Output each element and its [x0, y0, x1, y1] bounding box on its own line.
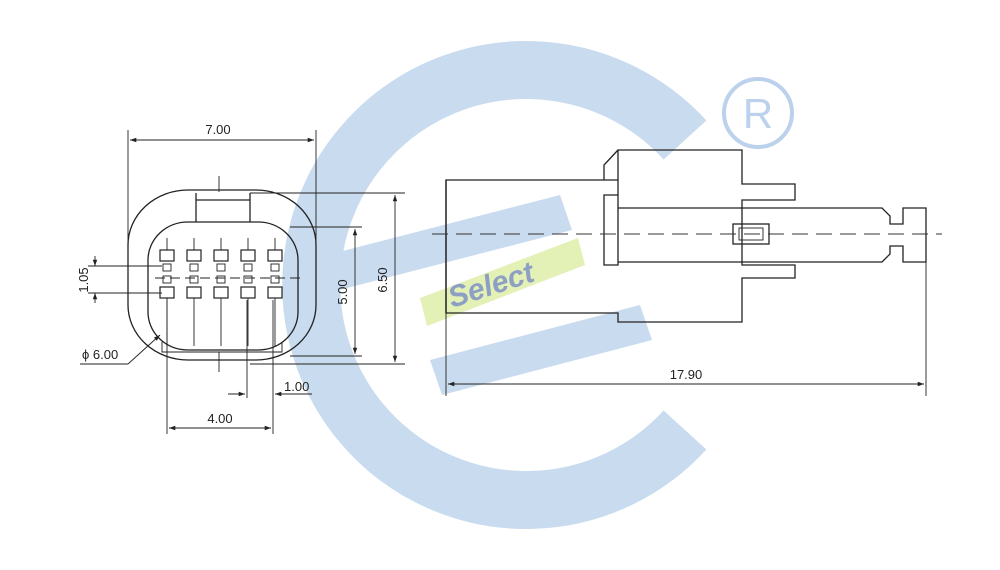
- side-body: [445, 149, 796, 323]
- dim-height-outer: 6.50: [250, 192, 405, 365]
- pin-contact: [159, 286, 175, 299]
- pin-contact: [267, 286, 283, 299]
- pin-contact: [213, 286, 229, 299]
- dim-length-label: 17.90: [670, 367, 703, 382]
- pin-contact: [240, 249, 256, 262]
- pin-latch-slot: [216, 263, 226, 272]
- watermark-band-bottom: [430, 305, 652, 395]
- dim-width-label: 7.00: [205, 122, 230, 137]
- pin-latch-slot: [243, 275, 253, 284]
- dim-diameter-label: ϕ 6.00: [82, 347, 118, 362]
- dim-height-inner: 5.00: [290, 226, 362, 357]
- pin-latch-slot: [162, 263, 172, 272]
- housing-outer: [127, 189, 317, 361]
- svg-text:R: R: [743, 90, 773, 137]
- pin-latch-slot: [243, 263, 253, 272]
- pin-latch-slot: [270, 275, 280, 284]
- pin-latch-slot: [162, 275, 172, 284]
- pin-contact: [159, 249, 175, 262]
- dim-row-pitch-label: 1.05: [76, 267, 91, 292]
- pin-contact: [186, 286, 202, 299]
- side-step-top: [603, 149, 619, 195]
- dim-length: 17.90: [445, 262, 927, 396]
- pin-latch-slot: [216, 275, 226, 284]
- watermark-band-top: [300, 195, 572, 297]
- dim-pin-pitch: 1.00: [228, 300, 312, 398]
- pin-contact: [267, 249, 283, 262]
- pin-contact: [213, 249, 229, 262]
- side-view: 17.90: [432, 149, 942, 396]
- pin-contact: [186, 249, 202, 262]
- dim-diameter: ϕ 6.00: [80, 334, 161, 365]
- watermark-brand-text: Select: [444, 255, 540, 314]
- dim-pin-span: 4.00: [166, 300, 274, 434]
- front-view: 7.00 6.50 5.00 1.05 ϕ 6.00: [76, 122, 405, 434]
- latch-top: [195, 193, 251, 222]
- pin-latch-slot: [189, 263, 199, 272]
- key-bottom: [161, 342, 283, 353]
- dim-row-pitch: 1.05: [76, 256, 162, 303]
- pin-contact: [240, 286, 256, 299]
- dim-pin-span-label: 4.00: [207, 411, 232, 426]
- watermark-logo: Select R: [282, 41, 794, 529]
- dim-pin-pitch-label: 1.00: [284, 379, 309, 394]
- dim-height-outer-label: 6.50: [375, 267, 390, 292]
- dim-width: 7.00: [127, 122, 317, 250]
- watermark-brand-band: [420, 238, 585, 326]
- housing-inner: [147, 221, 299, 351]
- side-sleeve: [603, 194, 619, 266]
- pin-latch-slot: [270, 263, 280, 272]
- side-terminal: [618, 207, 927, 263]
- pin-grid: [159, 238, 283, 346]
- dim-height-inner-label: 5.00: [335, 279, 350, 304]
- pin-latch-slot: [189, 275, 199, 284]
- registered-trademark-icon: R: [722, 77, 794, 149]
